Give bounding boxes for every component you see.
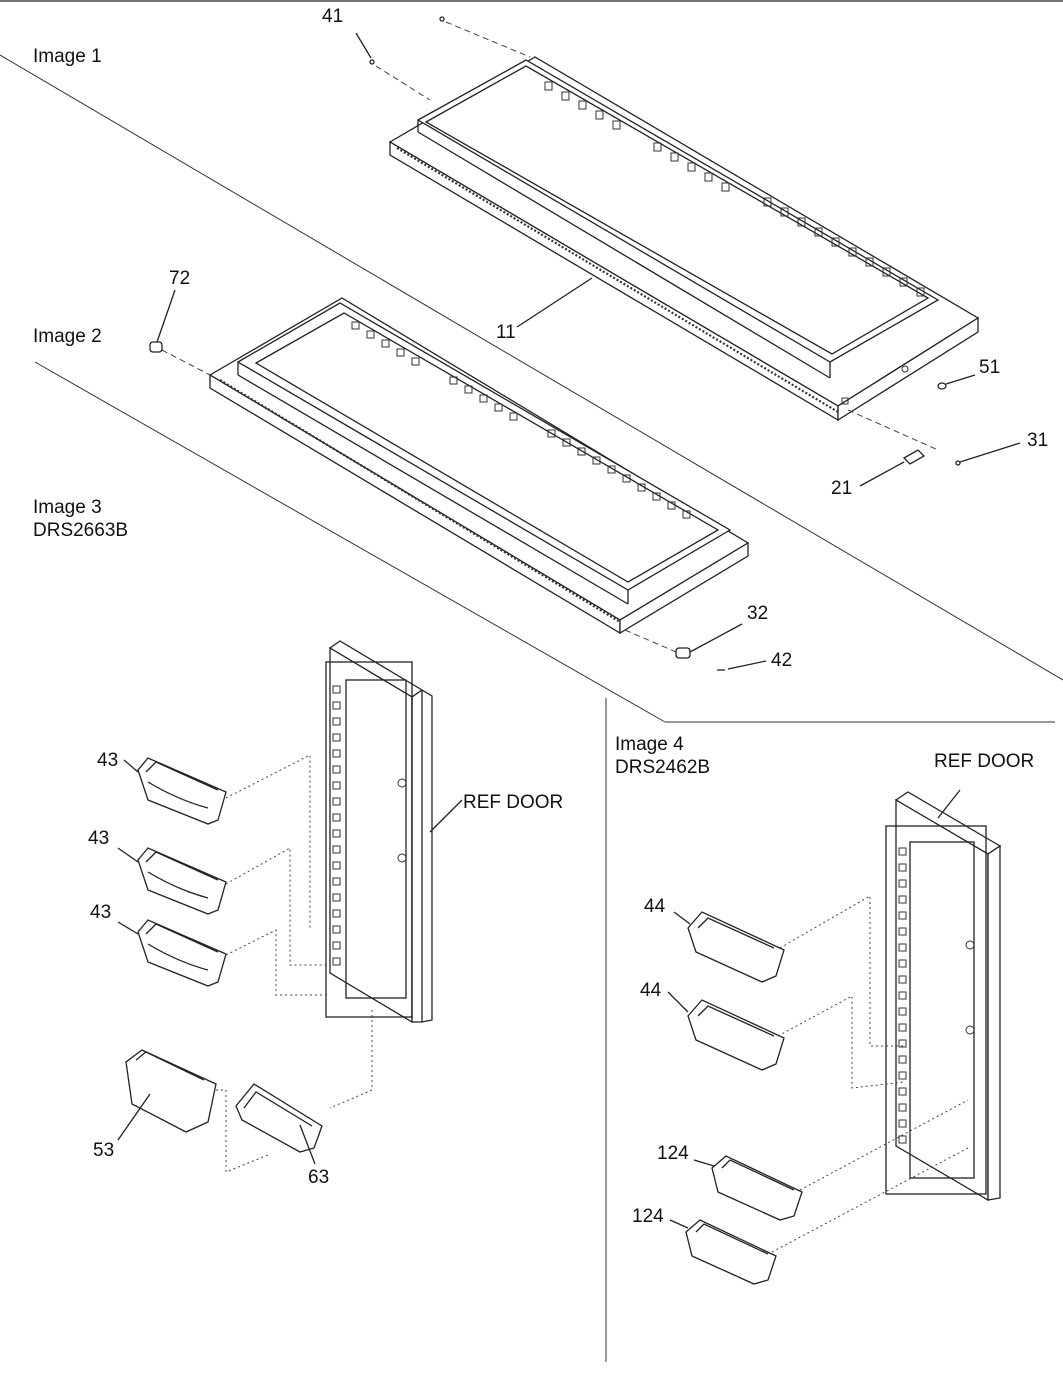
ref-door-image4	[885, 789, 1002, 1202]
hardware-parts	[149, 16, 1021, 671]
callout-53: 53	[93, 1140, 115, 1161]
ref-door-image3	[325, 640, 463, 1024]
callout-44-bottom: 44	[640, 980, 662, 1001]
callout-43-bottom: 43	[90, 902, 112, 923]
divider-image2	[34, 361, 666, 723]
shelf-image2	[208, 297, 750, 635]
callout-32: 32	[747, 603, 769, 624]
section-model-image4: DRS2462B	[615, 757, 711, 778]
shelf-image1	[388, 56, 980, 422]
section-title-image1: Image 1	[33, 46, 102, 67]
callout-43-middle: 43	[88, 828, 110, 849]
callout-11: 11	[496, 322, 516, 343]
bins-image4	[667, 895, 969, 1285]
callout-42: 42	[771, 650, 793, 671]
callout-31: 31	[1027, 430, 1049, 451]
section-model-image3: DRS2663B	[33, 520, 129, 541]
callout-44-top: 44	[644, 896, 666, 917]
callout-41: 41	[322, 6, 344, 27]
section-title-image3: Image 3	[33, 497, 102, 518]
callout-72: 72	[169, 268, 191, 289]
bins-image3	[117, 754, 373, 1173]
ref-door-label-left: REF DOOR	[463, 792, 564, 813]
section-title-image4: Image 4	[615, 734, 684, 755]
divider-image1	[0, 54, 1063, 681]
callout-43-top: 43	[97, 750, 119, 771]
section-title-image2: Image 2	[33, 326, 102, 347]
callout-21: 21	[831, 478, 853, 499]
callout-63: 63	[308, 1167, 330, 1188]
ref-door-label-right: REF DOOR	[934, 751, 1035, 772]
callout-124-bottom: 124	[632, 1206, 664, 1227]
callout-124-top: 124	[657, 1143, 689, 1164]
callout-51: 51	[979, 357, 1001, 378]
